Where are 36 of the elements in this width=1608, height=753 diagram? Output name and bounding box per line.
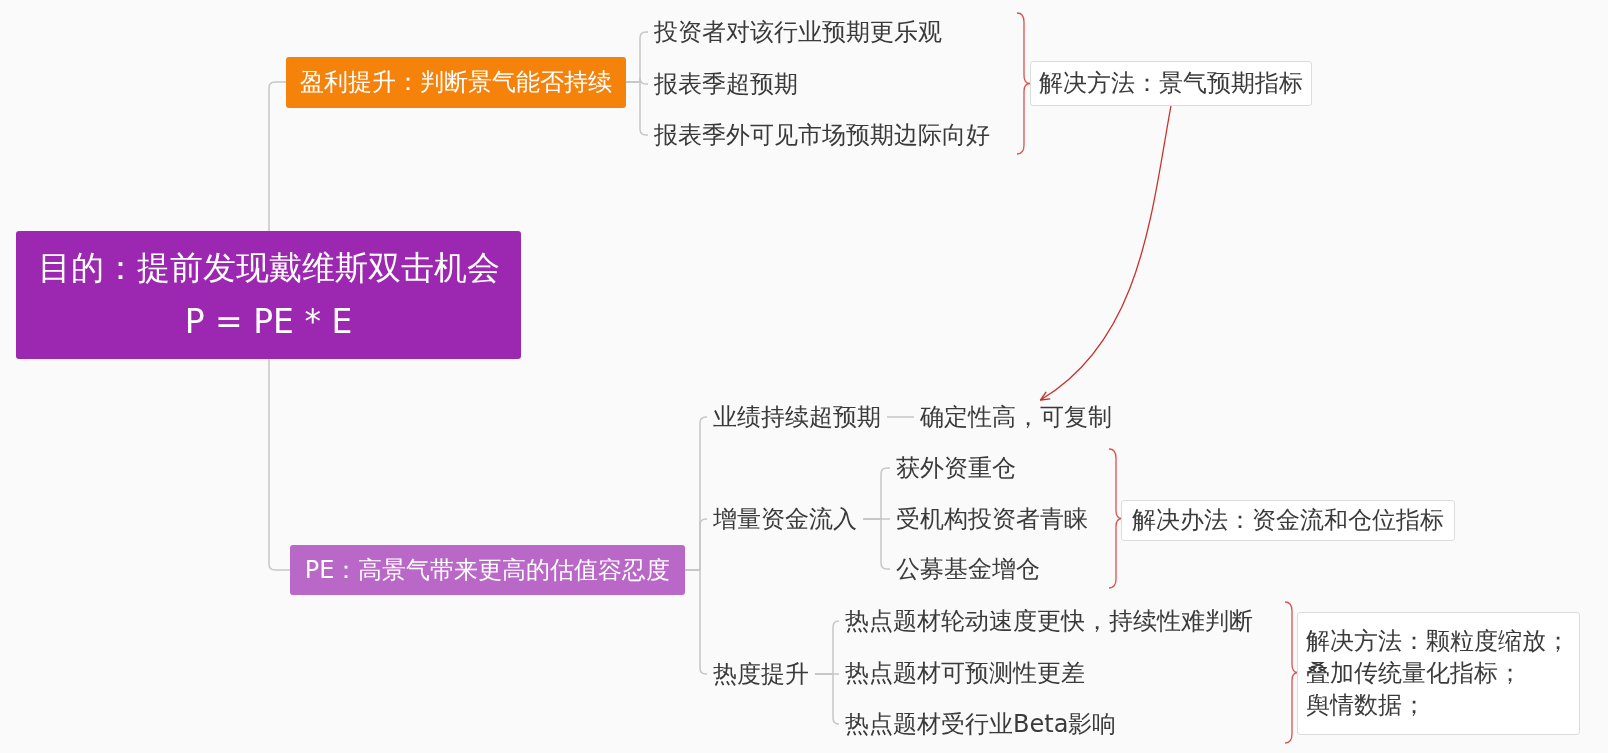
root-topic-box <box>16 231 521 359</box>
topic-text: 报表季超预期 <box>648 67 804 101</box>
connector-line <box>886 416 915 418</box>
connector-line <box>814 673 840 725</box>
topic-text: 获外资重仓 <box>890 451 1022 485</box>
topic-text: 热度提升 <box>707 657 815 691</box>
formula-text: P = PE * E <box>184 301 353 343</box>
topic-text: 热点题材可预测性更差 <box>839 656 1091 690</box>
topic-text: 投资者对该行业预期更乐观 <box>648 15 948 49</box>
topic-text: 受机构投资者青睐 <box>890 502 1094 536</box>
summary-text: 解决办法：资金流和仓位指标 <box>1132 505 1444 536</box>
connector-line <box>268 358 291 571</box>
connector-line <box>862 518 891 570</box>
summary-box <box>1030 60 1312 106</box>
topic-text: 热点题材轮动速度更快，持续性难判断 <box>839 604 1259 638</box>
root-title: 目的：提前发现戴维斯双击机会 <box>37 247 500 289</box>
topic-text: 公募基金增仓 <box>890 552 1046 586</box>
summary-box <box>1121 499 1455 541</box>
relationship-arrow <box>1039 104 1172 401</box>
topic-text: 报表季外可见市场预期边际向好 <box>648 118 996 152</box>
topic-text: 业绩持续超预期 <box>707 400 887 434</box>
connector-line <box>684 569 708 675</box>
summary-text: 叠加传统量化指标； <box>1306 658 1522 689</box>
connector-line <box>268 81 287 232</box>
topic-text: 增量资金流入 <box>707 502 863 536</box>
branch-topic-box <box>286 56 626 108</box>
topic-text: 热点题材受行业Beta影响 <box>839 707 1123 741</box>
summary-text: 舆情数据； <box>1306 690 1426 721</box>
branch-topic-box <box>290 545 685 595</box>
summary-text: 解决方法：颗粒度缩放； <box>1306 626 1570 657</box>
branch-title: PE：高景气带来更高的估值容忍度 <box>304 555 671 585</box>
summary-text: 解决方法：景气预期指标 <box>1039 68 1303 99</box>
topic-text: 确定性高，可复制 <box>914 400 1118 434</box>
branch-title: 盈利提升：判断景气能否持续 <box>300 67 612 97</box>
summary-box <box>1297 611 1580 735</box>
connector-line <box>625 81 649 136</box>
